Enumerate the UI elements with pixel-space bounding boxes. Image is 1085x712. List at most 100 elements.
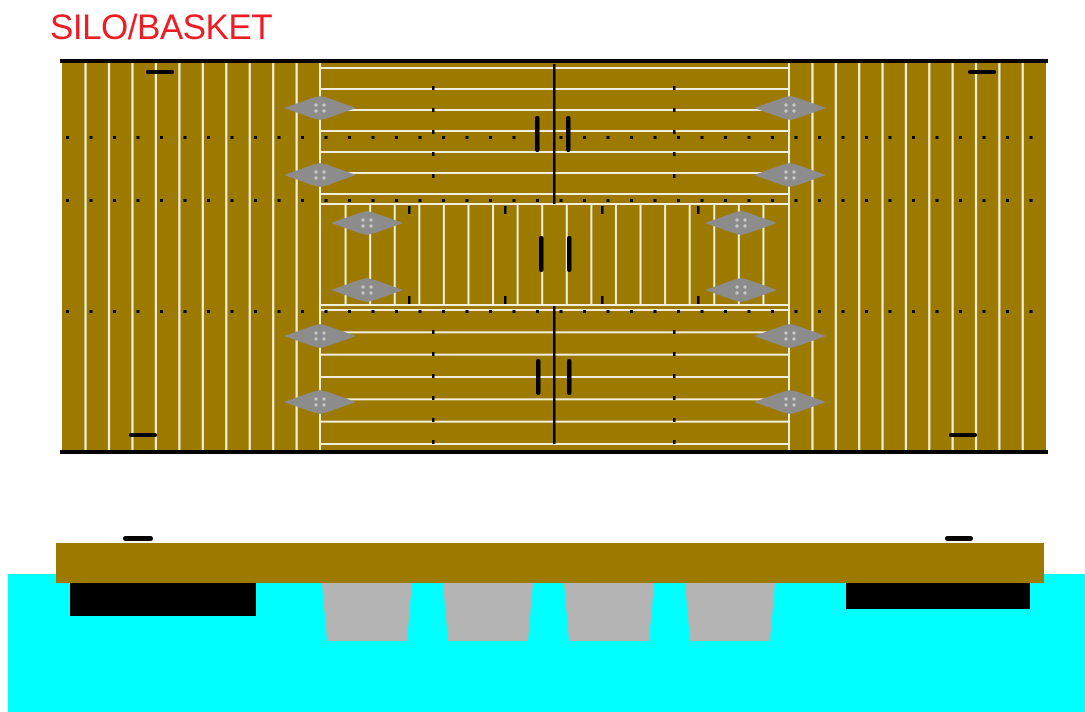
plank-gap	[295, 62, 298, 450]
seam-dot	[653, 136, 657, 139]
seam-dot	[673, 330, 676, 334]
plank-gap	[928, 62, 931, 450]
plank-gap	[590, 205, 593, 304]
plank-gap	[131, 62, 134, 450]
seam-dot	[673, 108, 676, 112]
seam-dot	[418, 310, 422, 313]
float-tub	[443, 583, 533, 641]
seam-dot	[794, 136, 798, 139]
seam-dot	[160, 136, 163, 139]
seam-dot	[912, 136, 915, 139]
seam-dot	[432, 352, 435, 356]
plank-gap	[858, 62, 861, 450]
plank-gap	[951, 62, 954, 450]
seam-dot	[536, 310, 539, 313]
plank-gap	[904, 62, 908, 450]
diagram-title: SILO/BASKET	[50, 8, 273, 47]
seam-dot	[912, 199, 915, 202]
seam-dot	[301, 136, 304, 139]
outer-left-planks	[84, 62, 321, 450]
seam-dot	[408, 206, 411, 214]
plank-gap	[998, 62, 1001, 450]
plank-gap	[319, 62, 321, 450]
seam-dot	[183, 199, 187, 202]
seam-dot	[935, 310, 939, 313]
seam-dot	[230, 199, 234, 202]
dock-cleat-icon	[146, 70, 174, 74]
seam-dot	[865, 136, 868, 139]
plank-gap	[762, 205, 765, 304]
seam-dot	[512, 310, 516, 313]
seam-dot	[771, 136, 774, 139]
seam-dot	[504, 206, 507, 214]
seam-dot	[818, 310, 821, 313]
seam-dot	[66, 199, 69, 202]
seam-dot	[1006, 310, 1009, 313]
seam-dot	[959, 199, 962, 202]
seam-dot	[673, 418, 676, 422]
seam-dot	[512, 136, 516, 139]
seam-dot	[113, 136, 116, 139]
seam-dot	[653, 199, 657, 202]
seam-dot	[489, 199, 492, 202]
seam-dot	[536, 199, 539, 202]
seam-dot	[432, 86, 435, 90]
seam-dot	[794, 310, 798, 313]
seam-dot	[465, 199, 469, 202]
seam-dot	[771, 310, 774, 313]
seam-dot	[230, 136, 234, 139]
seam-dot	[724, 136, 727, 139]
plank-gap	[565, 205, 568, 304]
plank-gap	[107, 62, 111, 450]
seam-dot	[700, 199, 704, 202]
seam-dot	[982, 136, 986, 139]
seam-dot	[697, 296, 700, 304]
seam-dot	[442, 199, 445, 202]
seam-dot	[583, 199, 586, 202]
seam-dot	[89, 199, 93, 202]
seam-dot	[408, 296, 411, 304]
plank-gap	[881, 62, 884, 450]
seam-dot	[418, 199, 422, 202]
seam-dot	[348, 136, 351, 139]
float-tubs	[322, 583, 775, 641]
seam-dot	[677, 310, 680, 313]
plank-gap	[225, 62, 228, 450]
seam-dot	[982, 199, 986, 202]
seam-dot	[888, 199, 892, 202]
center-seam	[553, 306, 556, 444]
seam-dot	[747, 199, 751, 202]
seam-dot	[1006, 199, 1009, 202]
seam-dot	[207, 310, 210, 313]
seam-dot	[606, 310, 610, 313]
plank-gap	[201, 62, 204, 450]
top-frame-edge	[60, 59, 1048, 63]
seam-dot	[183, 136, 187, 139]
seam-dot	[606, 136, 610, 139]
seam-dot	[747, 310, 751, 313]
seam-dot	[724, 310, 727, 313]
seam-dot	[301, 310, 304, 313]
seam-dot	[583, 136, 586, 139]
seam-dot	[465, 136, 469, 139]
seam-dot	[442, 310, 445, 313]
seam-dot	[841, 199, 845, 202]
hinge-bar-icon	[535, 116, 540, 152]
seam-dot	[254, 310, 257, 313]
plank-gap	[811, 62, 814, 450]
seam-dot	[395, 310, 398, 313]
seam-dot	[301, 199, 304, 202]
float-tub	[322, 583, 412, 641]
seam-dot	[1006, 136, 1009, 139]
hinge-bar-icon	[567, 236, 572, 272]
seam-dot	[371, 136, 375, 139]
seam-dot	[1029, 199, 1033, 202]
seam-dot	[935, 136, 939, 139]
seam-dot	[841, 310, 845, 313]
seam-dot	[183, 310, 187, 313]
plank-gap	[154, 62, 158, 450]
seam-dot	[673, 152, 676, 156]
seam-dot	[66, 136, 69, 139]
seam-dot	[136, 310, 140, 313]
seam-dot	[324, 199, 328, 202]
